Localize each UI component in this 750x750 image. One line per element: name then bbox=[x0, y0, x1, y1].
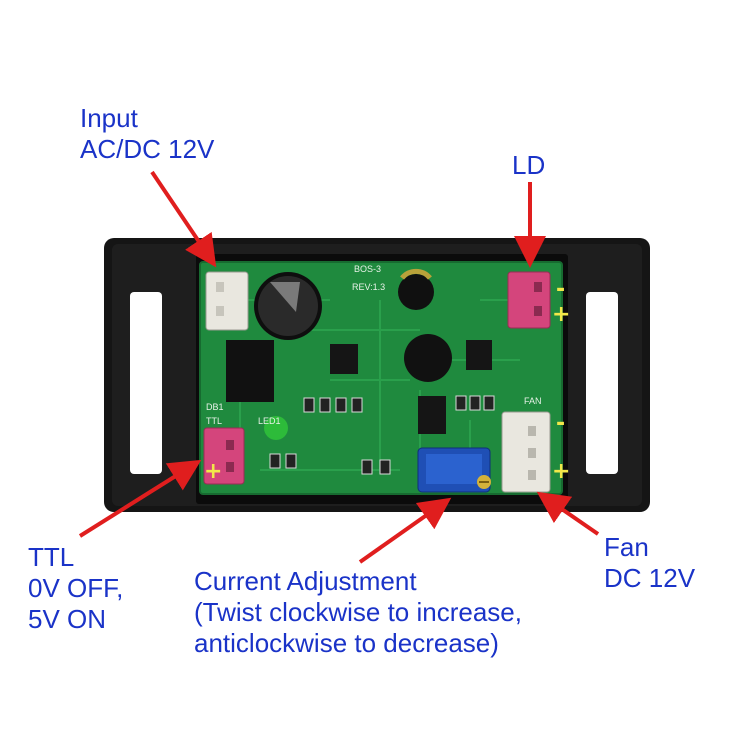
fan-label: Fan DC 12V bbox=[604, 532, 696, 593]
ttl-label: TTL 0V OFF, 5V ON bbox=[28, 542, 124, 634]
electrolytic-capacitor-small bbox=[398, 268, 434, 310]
ld-minus-mark: - bbox=[556, 277, 565, 302]
ttl-connector bbox=[203, 427, 245, 485]
silk-led: LED1 bbox=[258, 416, 281, 426]
inductor bbox=[404, 334, 452, 382]
input-label: Input AC/DC 12V bbox=[80, 103, 215, 164]
ic-chip bbox=[330, 344, 358, 374]
input-arrow bbox=[150, 170, 217, 268]
fan-arrow bbox=[536, 491, 600, 536]
ttl-arrow bbox=[78, 459, 202, 538]
fan-connector bbox=[501, 411, 551, 493]
ld-plus-mark: + bbox=[552, 302, 570, 327]
silk-ttl: TTL bbox=[206, 416, 222, 426]
ld-label: LD bbox=[512, 150, 546, 180]
input-connector bbox=[205, 271, 249, 331]
smd-resistors bbox=[269, 395, 495, 475]
current-adjustment-potentiometer bbox=[417, 447, 491, 493]
ttl-plus-mark: + bbox=[204, 459, 222, 484]
ld-connector bbox=[507, 271, 551, 329]
fan-minus-mark: - bbox=[556, 411, 565, 436]
electrolytic-capacitor-large bbox=[254, 272, 322, 340]
right-mounting-slot bbox=[586, 292, 618, 474]
transistor bbox=[466, 340, 492, 370]
silk-db: DB1 bbox=[206, 402, 224, 412]
regulator-ic bbox=[226, 340, 274, 402]
silk-fan: FAN bbox=[524, 396, 542, 406]
silk-model: BOS-3 bbox=[354, 264, 381, 274]
ic-chip-2 bbox=[418, 396, 446, 434]
current-arrow bbox=[358, 497, 452, 564]
left-mounting-slot bbox=[130, 292, 162, 474]
led-indicator bbox=[264, 416, 288, 440]
current-adjustment-label: Current Adjustment (Twist clockwise to i… bbox=[194, 566, 522, 658]
silk-revision: REV:1.3 bbox=[352, 282, 385, 292]
fan-plus-mark: + bbox=[552, 459, 570, 484]
